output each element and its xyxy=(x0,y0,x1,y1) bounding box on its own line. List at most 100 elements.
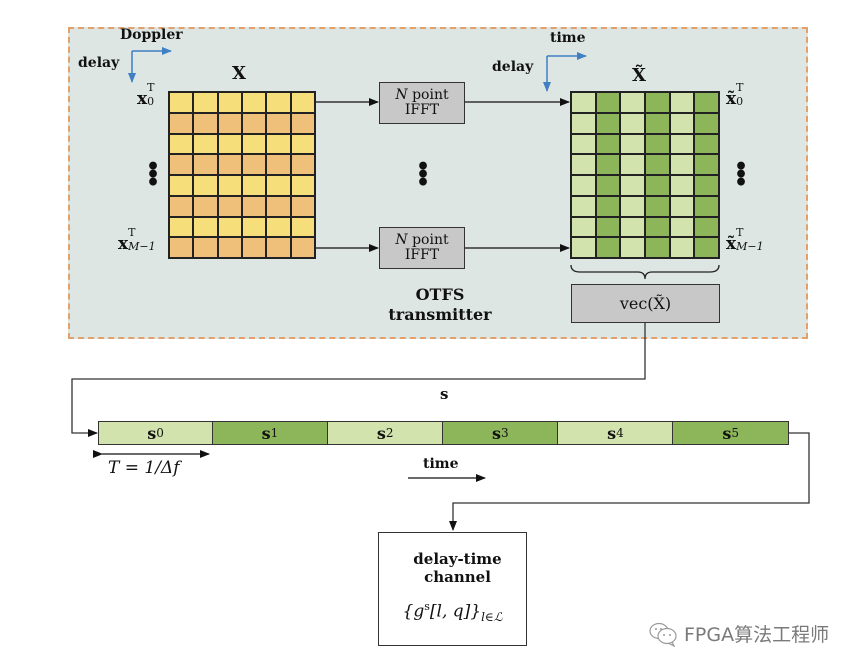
input-matrix-cell xyxy=(290,216,315,238)
watermark-text: FPGA算法工程师 xyxy=(684,624,830,646)
input-matrix-cell xyxy=(169,133,194,155)
output-matrix-cell xyxy=(571,133,596,155)
output-matrix-cell xyxy=(595,92,621,113)
output-matrix-cell xyxy=(669,133,695,155)
input-matrix-cell xyxy=(266,133,291,155)
output-matrix-cell xyxy=(595,133,621,155)
input-matrix-title: X xyxy=(232,63,246,84)
input-matrix-cell xyxy=(290,175,315,196)
output-matrix-cell xyxy=(644,92,670,113)
output-matrix-cell xyxy=(694,154,719,175)
output-matrix-cell xyxy=(694,216,719,238)
output-matrix-cell xyxy=(669,195,695,217)
output-matrix-cell xyxy=(595,195,621,217)
output-matrix-cell xyxy=(595,112,621,134)
input-matrix-grid xyxy=(168,91,316,259)
input-matrix-cell xyxy=(169,154,194,175)
output-matrix-cell xyxy=(571,237,596,258)
output-matrix-cell xyxy=(694,92,719,113)
input-matrix-cell xyxy=(242,237,267,258)
input-matrix-cell xyxy=(193,237,218,258)
input-matrix-cell xyxy=(266,195,291,217)
wechat-icon xyxy=(649,622,677,647)
output-matrix-cell xyxy=(644,154,670,175)
output-matrix-cell xyxy=(571,216,596,238)
output-matrix-cell xyxy=(571,175,596,196)
arrow-vec-to-signal xyxy=(71,323,646,437)
output-matrix-cell xyxy=(620,154,645,175)
input-matrix-cell xyxy=(217,195,242,217)
signal-label: s xyxy=(440,385,449,403)
input-matrix-cell xyxy=(169,195,194,217)
input-matrix-cell xyxy=(193,154,218,175)
output-matrix-cell xyxy=(595,237,621,258)
output-matrix-cell xyxy=(595,216,621,238)
output-matrix-cell xyxy=(694,133,719,155)
delay-time-channel-block: delay-time channel {gs[l, q]}l∈ℒ xyxy=(378,532,527,646)
output-matrix-cell xyxy=(669,92,695,113)
input-matrix-cell xyxy=(217,92,242,113)
output-matrix-cell xyxy=(694,195,719,217)
input-matrix-cell xyxy=(266,175,291,196)
input-matrix-cell xyxy=(266,216,291,238)
output-matrix-cell xyxy=(620,195,645,217)
input-matrix-cell xyxy=(242,195,267,217)
vectorize-block: vec(X̃) xyxy=(571,284,720,323)
time-axis-label-output: time xyxy=(550,30,586,46)
input-matrix-cell xyxy=(193,92,218,113)
input-matrix-cell xyxy=(290,195,315,217)
ifft-block-bottom: N point IFFT xyxy=(379,227,465,269)
input-matrix-cell xyxy=(193,133,218,155)
output-matrix-cell xyxy=(694,175,719,196)
input-rows-ellipsis: ••• xyxy=(146,154,161,196)
input-matrix-cell xyxy=(169,237,194,258)
output-matrix-cell xyxy=(571,92,596,113)
output-matrix-cell xyxy=(669,175,695,196)
output-matrix-cell xyxy=(669,112,695,134)
output-matrix-cell xyxy=(669,237,695,258)
input-matrix-cell xyxy=(193,112,218,134)
output-matrix-grid xyxy=(570,91,720,259)
input-matrix-cell xyxy=(266,112,291,134)
output-matrix-cell xyxy=(644,112,670,134)
input-matrix-cell xyxy=(266,237,291,258)
signal-time-label: time xyxy=(423,456,459,472)
output-matrix-cell xyxy=(620,92,645,113)
output-matrix-cell xyxy=(571,154,596,175)
input-matrix-cell xyxy=(169,175,194,196)
output-matrix-cell xyxy=(620,216,645,238)
period-label: T = 1/Δf xyxy=(108,458,180,478)
delay-axis-label-output: delay xyxy=(492,59,534,75)
input-matrix-cell xyxy=(217,112,242,134)
channel-formula: {gs[l, q]}l∈ℒ xyxy=(402,600,503,625)
input-matrix-cell xyxy=(193,216,218,238)
output-matrix-cell xyxy=(571,112,596,134)
input-matrix-cell xyxy=(242,112,267,134)
output-rows-ellipsis: ••• xyxy=(734,154,749,196)
output-matrix-cell xyxy=(644,195,670,217)
arrow-signal-to-channel xyxy=(449,432,810,531)
doppler-axis-label: Doppler xyxy=(120,27,183,43)
watermark: FPGA算法工程师 xyxy=(648,620,829,647)
output-matrix-cell xyxy=(620,175,645,196)
output-matrix-cell xyxy=(669,216,695,238)
output-matrix-title: X̃ xyxy=(632,65,646,86)
input-matrix-cell xyxy=(290,133,315,155)
ifft-block-top: N point IFFT xyxy=(379,82,465,124)
input-matrix-cell xyxy=(217,175,242,196)
output-matrix-cell xyxy=(694,112,719,134)
input-matrix-cell xyxy=(217,237,242,258)
input-matrix-cell xyxy=(217,216,242,238)
input-matrix-cell xyxy=(242,154,267,175)
delay-axis-label-input: delay xyxy=(78,55,120,71)
input-matrix-cell xyxy=(266,92,291,113)
